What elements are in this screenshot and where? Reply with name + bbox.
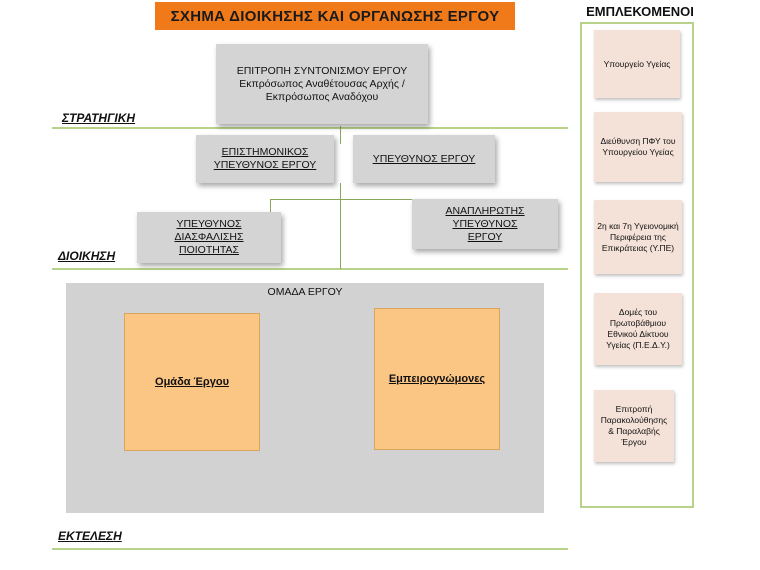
management-divider — [52, 268, 568, 270]
project-team-label: ΟΜΑΔΑ ΕΡΓΟΥ — [267, 286, 343, 298]
deputy-manager-box: ΑΝΑΠΛΗΡΩΤΗΣ ΥΠΕΥΘΥΝΟΣ ΕΡΓΟΥ — [412, 199, 558, 249]
connector-committee — [340, 126, 341, 144]
committee-title: ΕΠΙΤΡΟΠΗ ΣΥΝΤΟΝΙΣΜΟΥ ΕΡΓΟΥ — [236, 64, 408, 77]
committee-line-2: Εκπρόσωπος Αναθέτουσας Αρχής / — [239, 77, 405, 90]
project-manager-box: ΥΠΕΥΘΥΝΟΣ ΕΡΓΟΥ — [353, 135, 495, 183]
level-label-management: ΔΙΟΙΚΗΣΗ — [58, 249, 116, 263]
scientific-manager-box: ΕΠΙΣΤΗΜΟΝΙΚΟΣ ΥΠΕΥΘΥΝΟΣ ΕΡΓΟΥ — [196, 135, 334, 183]
quality-manager-box: ΥΠΕΥΘΥΝΟΣ ΔΙΑΣΦΑΛΙΣΗΣ ΠΟΙΟΤΗΤΑΣ — [137, 212, 281, 263]
experts-box-label: Εμπειρογνώμονες — [388, 373, 486, 385]
involved-title: ΕΜΠΛΕΚΟΜΕΝΟΙ — [586, 4, 694, 19]
quality-manager-line-2: ΠΟΙΟΤΗΤΑΣ — [179, 244, 239, 256]
scientific-manager-line-1: ΕΠΙΣΤΗΜΟΝΙΚΟΣ — [221, 146, 309, 158]
connector-main-vertical — [340, 183, 341, 269]
connector-quality — [270, 199, 271, 213]
project-manager-label: ΥΠΕΥΘΥΝΟΣ ΕΡΓΟΥ — [372, 152, 476, 165]
quality-manager-line-1: ΥΠΕΥΘΥΝΟΣ ΔΙΑΣΦΑΛΙΣΗΣ — [174, 218, 244, 243]
involved-item: Διεύθυνση ΠΦΥ του Υπουργείου Υγείας — [594, 112, 682, 182]
involved-item: Δομές του Πρωτοβάθμιου Εθνικού Δίκτυου Υ… — [594, 293, 682, 365]
level-label-strategic: ΣΤΡΑΤΗΓΙΚΗ — [62, 111, 136, 125]
team-box: Ομάδα Έργου — [124, 313, 260, 451]
strategic-divider — [52, 127, 568, 129]
scientific-manager-line-2: ΥΠΕΥΘΥΝΟΣ ΕΡΓΟΥ — [213, 159, 317, 171]
coordination-committee-box: ΕΠΙΤΡΟΠΗ ΣΥΝΤΟΝΙΣΜΟΥ ΕΡΓΟΥ Εκπρόσωπος Αν… — [216, 44, 428, 124]
deputy-manager-line-1: ΑΝΑΠΛΗΡΩΤΗΣ ΥΠΕΥΘΥΝΟΣ — [445, 204, 525, 230]
involved-item: 2η και 7η Υγειονομική Περιφέρεια της Επι… — [594, 200, 682, 274]
connector-horizontal — [270, 199, 422, 200]
execution-divider — [52, 548, 568, 550]
team-box-label: Ομάδα Έργου — [155, 376, 229, 388]
diagram-title: ΣΧΗΜΑ ΔΙΟΙΚΗΣΗΣ ΚΑΙ ΟΡΓΑΝΩΣΗΣ ΕΡΓΟΥ — [155, 2, 515, 30]
committee-line-3: Εκπρόσωπος Αναδόχου — [265, 90, 379, 103]
experts-box: Εμπειρογνώμονες — [374, 308, 500, 450]
involved-item: Επιτροπή Παρακολούθησης & Παραλαβής Έργο… — [594, 390, 674, 462]
involved-item: Υπουργείο Υγείας — [594, 30, 680, 98]
deputy-manager-line-2: ΕΡΓΟΥ — [467, 230, 503, 243]
level-label-execution: ΕΚΤΕΛΕΣΗ — [58, 529, 122, 543]
